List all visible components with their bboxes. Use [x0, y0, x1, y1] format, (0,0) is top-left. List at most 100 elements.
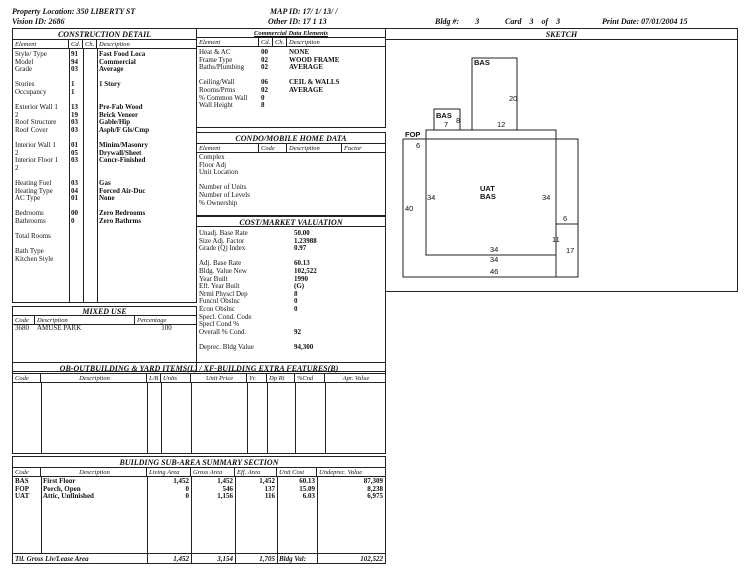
col-cnd: %Cnd: [295, 374, 325, 382]
cell: [97, 256, 196, 264]
cell: Fast Food Loca: [99, 51, 146, 58]
cell: [273, 87, 287, 95]
cell: [83, 127, 97, 135]
col-unit-cost: Unit Cost: [277, 468, 317, 476]
cell: [83, 142, 97, 150]
subarea-header: Code Description Living Area Gross Area …: [13, 468, 385, 477]
cell: [13, 173, 69, 181]
col-code: Code: [13, 468, 41, 476]
cell: 02: [261, 86, 268, 94]
col-factor: Factor: [344, 145, 362, 152]
property-location: Property Location: 350 LIBERTY ST: [12, 8, 135, 16]
construction-row: 2: [13, 165, 196, 173]
col-dp-rt: Dp Rt: [267, 374, 295, 382]
cell: Baths/Plumbing: [199, 64, 245, 72]
bldg-label: Bldg #:: [435, 17, 460, 26]
cost-row: Specl Cond %: [197, 321, 385, 329]
cell: Heat & AC: [199, 49, 231, 56]
mixed-code: 3680: [15, 325, 29, 332]
cell: [97, 165, 196, 173]
condo-data: CONDO/MOBILE HOME DATA Element Code Desc…: [197, 132, 386, 216]
cell: 116: [264, 493, 275, 501]
col-description: Description: [41, 468, 147, 476]
cell: Attic, Unfinished: [43, 493, 94, 501]
cell: [83, 97, 97, 105]
cell: [273, 79, 287, 87]
sk-fop: FOP: [405, 130, 420, 139]
col-code: Code: [13, 316, 35, 324]
print-date: Print Date: 07/01/2004 15: [602, 18, 688, 26]
cell: [13, 241, 69, 249]
cell: [292, 336, 385, 344]
col-ch: Ch.: [273, 38, 287, 46]
cell: [97, 74, 196, 82]
sk-d34b1: 34: [490, 245, 498, 254]
cell: Deprec. Bldg Value: [199, 343, 254, 351]
cell: 03: [71, 157, 78, 165]
cell: [83, 89, 97, 97]
cell: 94,300: [294, 343, 314, 351]
col-living-area: Living Area: [147, 468, 191, 476]
cell: Frame Type: [199, 56, 233, 64]
cell: [292, 314, 385, 322]
cell: [97, 135, 196, 143]
cell: [83, 188, 97, 196]
cell: [97, 233, 196, 241]
subarea-section: BUILDING SUB-AREA SUMMARY SECTION Code D…: [12, 456, 386, 564]
cell: Ceiling/Wall: [199, 79, 235, 87]
construction-row: [13, 203, 196, 211]
sk-d6a: 6: [416, 141, 420, 150]
cell: Unadj. Base Rate: [199, 230, 248, 237]
cost-title: COST/MARKET VALUATION: [197, 216, 385, 227]
cell: Grade (Q) Index: [199, 245, 246, 253]
vision-id-label: Vision ID:: [12, 17, 47, 26]
card-label: Card: [505, 17, 522, 26]
condo-row: Number of Levels: [199, 190, 250, 199]
cell: [83, 135, 97, 143]
cell: 02: [261, 64, 268, 72]
cell: 03: [71, 180, 78, 188]
cell: [83, 195, 97, 203]
cell: Gas: [99, 180, 111, 188]
mixed-use-header: Code Description Percentage: [13, 316, 196, 325]
property-location-label: Property Location:: [12, 7, 75, 16]
sk-bas-top: BAS: [474, 58, 490, 67]
construction-row: [13, 74, 196, 82]
map-id: MAP ID: 17/ 1/ 13/ /: [270, 8, 337, 16]
sk-d12: 12: [497, 120, 505, 129]
cell: [13, 226, 69, 234]
cell: Roof Structure: [15, 119, 57, 127]
cell: [197, 72, 259, 80]
sketch-bump: [555, 223, 579, 278]
col-description: Description: [287, 144, 342, 152]
cell: 03: [71, 119, 78, 127]
cell: Size Adj. Factor: [199, 237, 245, 245]
print-date-value: 07/01/2004 15: [641, 17, 688, 26]
condo-row: % Ownership: [199, 198, 238, 207]
cell: 8,238: [367, 485, 383, 493]
cell: (G): [294, 283, 305, 291]
cell: Porch, Open: [43, 485, 81, 493]
cell: 01: [71, 142, 78, 150]
print-date-label: Print Date:: [602, 17, 640, 26]
property-location-value: 350 LIBERTY ST: [76, 7, 136, 16]
cell: [83, 74, 97, 82]
col-code: Code: [13, 374, 41, 382]
col-description: Description: [35, 316, 135, 324]
cell: Adj. Base Rate: [199, 260, 242, 268]
cell: 03: [71, 126, 78, 134]
cell: [69, 226, 83, 234]
cell: 6.03: [302, 493, 315, 501]
